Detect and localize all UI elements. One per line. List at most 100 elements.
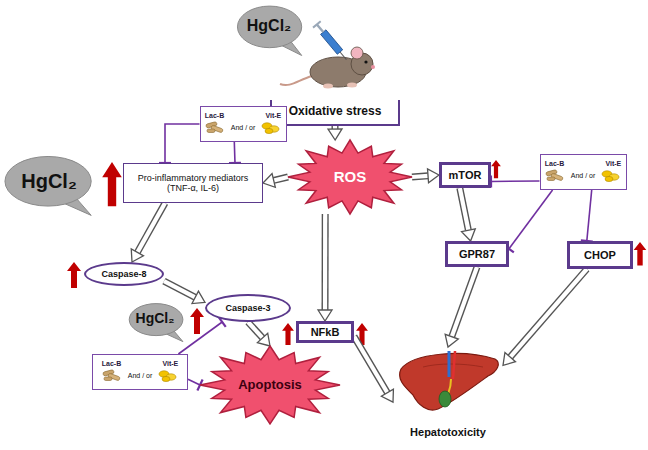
stage: And / or — [545, 169, 622, 184]
stage — [137, 203, 165, 252]
treatment-box-text: Lac-B — [205, 112, 224, 120]
stage — [192, 291, 205, 303]
treatment-box-text: Vit-E — [605, 160, 621, 168]
marker-box: CHOP — [567, 241, 633, 269]
treatment-box: Lac-B Vit-E And / or — [92, 354, 188, 390]
ros-burst-text: ROS — [334, 168, 367, 185]
stage — [288, 140, 412, 214]
stage — [188, 379, 200, 385]
stage — [412, 176, 428, 177]
stage — [428, 169, 439, 183]
stage — [452, 267, 477, 337]
bacteria-icon — [545, 169, 565, 184]
stage — [634, 242, 647, 265]
stage — [165, 124, 200, 163]
marker-box-content: mTOR — [449, 169, 482, 182]
treatment-box-text: And / or — [571, 172, 596, 180]
liver-outcome-content: Hepatotoxicity — [410, 426, 486, 439]
apoptosis-burst: Apoptosis — [200, 346, 340, 424]
ros-burst-content: ROS — [334, 168, 367, 185]
caspase-ellipse-content: Caspase-3 — [225, 303, 270, 313]
activation-arrow — [164, 281, 205, 303]
caspase-ellipse-content: Caspase-8 — [101, 269, 146, 279]
stage: And / or — [205, 121, 282, 136]
treatment-box-text: Vit-E — [162, 360, 178, 368]
stage — [491, 160, 501, 178]
stage — [381, 389, 393, 402]
compound-bubble-text: HgCl₂ — [247, 17, 291, 35]
stage — [261, 121, 281, 134]
compound-bubble-text: HgCl₂ — [21, 170, 77, 193]
inhibition-line — [504, 190, 552, 252]
marker-box: GPR87 — [445, 241, 509, 267]
stage — [448, 351, 451, 377]
treatment-box-text: Lac-B — [545, 160, 564, 168]
stage — [351, 47, 363, 59]
marker-box-text: NFkB — [311, 326, 340, 339]
ros-burst: ROS — [288, 140, 412, 214]
stage — [257, 333, 270, 346]
stage: Lac-B Vit-E — [102, 360, 179, 368]
stage — [102, 369, 122, 382]
stage — [347, 83, 357, 88]
treatment-box-content: Lac-B Vit-E And / or — [545, 160, 622, 183]
process-box-content: Oxidative stress — [289, 105, 382, 119]
apoptosis-burst-content: Apoptosis — [238, 378, 302, 393]
stage — [321, 30, 343, 54]
stage — [460, 188, 469, 230]
treatment-box-text: And / or — [231, 124, 256, 132]
stage — [510, 269, 587, 357]
stage — [462, 229, 476, 241]
compound-bubble-text: HgCl₂ — [136, 310, 175, 326]
stage — [282, 323, 294, 345]
stage — [234, 142, 236, 163]
liver-outcome: Hepatotoxicity — [393, 347, 503, 439]
stage — [131, 249, 143, 262]
stage — [547, 177, 555, 181]
marker-box-content: CHOP — [584, 249, 616, 262]
stage — [318, 310, 332, 321]
marker-box: mTOR — [439, 162, 491, 188]
mediator-box: Pro-inflammatory mediators (TNF-α, IL-6) — [123, 163, 263, 203]
mediator-box-text: Pro-inflammatory mediators (TNF-α, IL-6) — [130, 173, 256, 194]
stage — [587, 190, 592, 241]
inhibition-line — [581, 190, 593, 242]
caspase-ellipse: Caspase-3 — [205, 294, 291, 322]
treatment-box-text: And / or — [128, 372, 153, 380]
stage — [265, 128, 273, 133]
activation-arrow — [318, 214, 332, 321]
stage — [67, 262, 81, 288]
stage — [164, 281, 195, 297]
stage — [164, 281, 195, 297]
stage — [137, 203, 165, 252]
stage: And / or — [102, 369, 179, 384]
vitamin-icon — [261, 121, 281, 136]
caspase-ellipse: Caspase-8 — [84, 262, 164, 286]
inhibition-line — [229, 142, 241, 163]
stage — [274, 177, 288, 180]
inhibition-line — [178, 317, 225, 354]
marker-box-content: NFkB — [311, 326, 340, 339]
stage — [452, 267, 477, 337]
mediator-box-content: Pro-inflammatory mediators (TNF-α, IL-6) — [130, 173, 256, 194]
caspase-ellipse-text: Caspase-8 — [101, 269, 146, 279]
compound-bubble-content: HgCl₂ — [136, 310, 175, 326]
treatment-box-content: Lac-BVit-E And / or — [205, 112, 282, 135]
marker-box-content: GPR87 — [459, 248, 495, 261]
stage — [248, 322, 263, 338]
stage — [439, 391, 451, 407]
activation-arrow — [503, 269, 587, 365]
treatment-box-text: Lac-B — [102, 360, 121, 368]
stage — [503, 353, 516, 366]
treatment-box: Lac-B Vit-E And / or — [540, 154, 627, 190]
stage — [5, 156, 91, 206]
caspase-ellipse-text: Caspase-3 — [225, 303, 270, 313]
stage: Lac-B Vit-E — [545, 160, 622, 168]
stage — [460, 188, 469, 230]
marker-box-text: mTOR — [449, 169, 482, 182]
stage: Lac-BVit-E — [205, 112, 282, 120]
vitamin-icon — [158, 369, 178, 384]
stage — [340, 52, 346, 60]
stage — [178, 322, 222, 354]
treatment-box: Lac-BVit-E And / or — [200, 106, 287, 142]
